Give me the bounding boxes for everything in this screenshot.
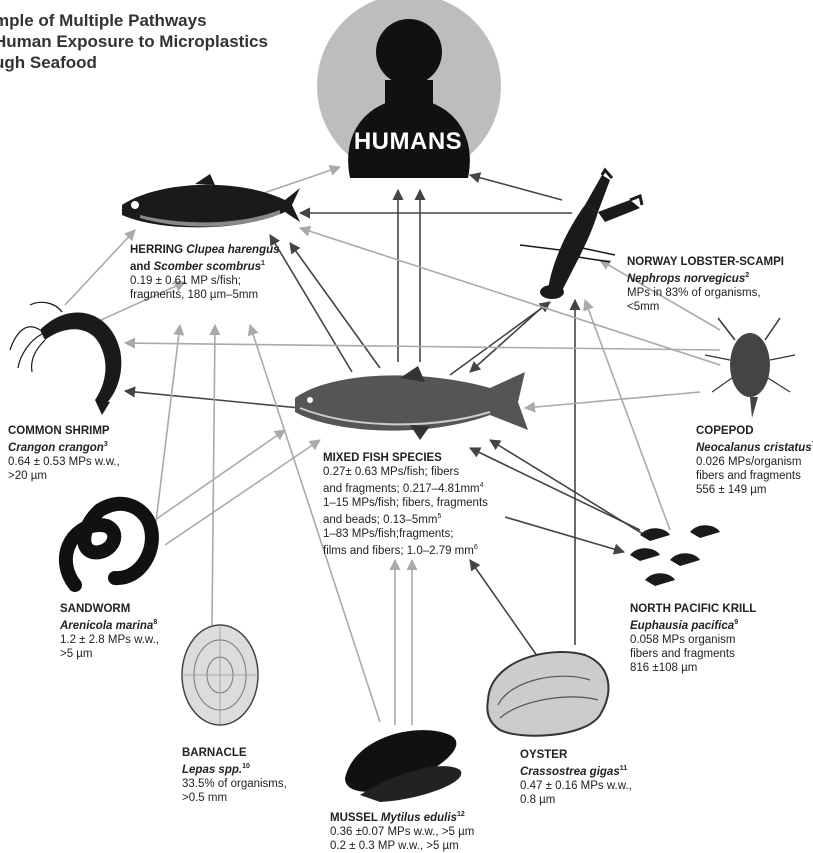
lobster-ref: 2: [745, 272, 749, 279]
oyster-ref: 11: [620, 765, 627, 772]
mixed-fish-ref-6: 6: [474, 544, 478, 551]
shrimp-value: 0.64 ± 0.53 MPs w.w., >20 µm: [8, 455, 120, 483]
herring-name-mid: and: [130, 261, 154, 273]
herring-name: HERRING: [130, 244, 186, 256]
herring-ref: 1: [261, 260, 265, 267]
humans-label: HUMANS: [333, 128, 483, 156]
barnacle-name: BARNACLE: [182, 746, 287, 760]
lobster-sci-name: Nephrops norvegicus: [627, 273, 745, 285]
shrimp-illustration: [10, 302, 121, 415]
shrimp-name: COMMON SHRIMP: [8, 424, 120, 438]
oyster-name: OYSTER: [520, 748, 632, 762]
sandworm-ref: 8: [153, 619, 157, 626]
sandworm-illustration: [66, 504, 152, 585]
copepod-value: 0.026 MPs/organism fibers and fragments …: [696, 455, 813, 497]
oyster-label: OYSTER Crassostrea gigas11 0.47 ± 0.16 M…: [520, 748, 632, 807]
sandworm-label: SANDWORM Arenicola marina8 1.2 ± 2.8 MPs…: [60, 602, 159, 661]
mixed-fish-line-3: 1–15 MPs/fish; fibers, fragments: [323, 496, 488, 510]
mixed-fish-line-6: films and fibers; 1.0–2.79 mm: [323, 544, 474, 556]
mixed-fish-line-2: and fragments; 0.217–4.81mm: [323, 483, 480, 495]
lobster-label: NORWAY LOBSTER-SCAMPI Nephrops norvegicu…: [627, 255, 784, 314]
barnacle-sci-name: Lepas spp.: [182, 764, 242, 776]
lobster-value: MPs in 83% of organisms, <5mm: [627, 286, 784, 314]
salmon-illustration: [295, 366, 528, 440]
oyster-illustration: [487, 652, 608, 736]
krill-illustration: [630, 525, 720, 586]
copepod-sci-name: Neocalanus cristatus: [696, 442, 812, 454]
barnacle-ref: 10: [242, 763, 250, 770]
mixed-fish-line-1: 0.27± 0.63 MPs/fish; fibers: [323, 465, 488, 479]
mussel-value: 0.36 ±0.07 MPs w.w., >5 µm 0.2 ± 0.3 MP …: [330, 825, 474, 853]
mussel-ref: 12: [457, 811, 465, 818]
shrimp-sci-name: Crangon crangon: [8, 442, 104, 454]
mixed-fish-name: MIXED FISH SPECIES: [323, 451, 488, 465]
mixed-fish-line-4: and beads; 0.13–5mm: [323, 514, 437, 526]
krill-name: NORTH PACIFIC KRILL: [630, 602, 756, 616]
oyster-sci-name: Crassostrea gigas: [520, 766, 620, 778]
sandworm-value: 1.2 ± 2.8 MPs w.w., >5 µm: [60, 633, 159, 661]
diagram-title: mple of Multiple Pathways Human Exposure…: [0, 10, 294, 73]
barnacle-illustration: [182, 625, 258, 725]
herring-illustration: [122, 174, 300, 227]
herring-sci-name-2: Scomber scombrus: [154, 261, 261, 273]
mixed-fish-line-5: 1–83 MPs/fish;fragments;: [323, 527, 488, 541]
copepod-label: COPEPOD Neocalanus cristatus7 0.026 MPs/…: [696, 424, 813, 497]
shrimp-ref: 3: [104, 441, 108, 448]
herring-sci-name: Clupea harengus: [186, 244, 279, 256]
mussel-illustration: [345, 730, 461, 802]
krill-sci-name: Euphausia pacifica: [630, 620, 734, 632]
shrimp-label: COMMON SHRIMP Crangon crangon3 0.64 ± 0.…: [8, 424, 120, 483]
mussel-name: MUSSEL: [330, 812, 381, 824]
mussel-label: MUSSEL Mytilus edulis12 0.36 ±0.07 MPs w…: [330, 808, 474, 853]
mixed-fish-ref-4: 4: [480, 482, 484, 489]
copepod-illustration: [705, 318, 795, 418]
sandworm-sci-name: Arenicola marina: [60, 620, 153, 632]
herring-label: HERRING Clupea harengus and Scomber scom…: [130, 243, 280, 302]
barnacle-label: BARNACLE Lepas spp.10 33.5% of organisms…: [182, 746, 287, 805]
mussel-sci-name: Mytilus edulis: [381, 812, 457, 824]
herring-value: 0.19 ± 0.61 MP s/fish; fragments, 180 µm…: [130, 274, 280, 302]
barnacle-value: 33.5% of organisms, >0.5 mm: [182, 777, 287, 805]
krill-label: NORTH PACIFIC KRILL Euphausia pacifica9 …: [630, 602, 756, 675]
copepod-name: COPEPOD: [696, 424, 813, 438]
sandworm-name: SANDWORM: [60, 602, 159, 616]
lobster-name: NORWAY LOBSTER-SCAMPI: [627, 255, 784, 269]
krill-value: 0.058 MPs organism fibers and fragments …: [630, 633, 756, 675]
lobster-illustration: [520, 170, 642, 299]
mixed-fish-label: MIXED FISH SPECIES 0.27± 0.63 MPs/fish; …: [323, 451, 488, 557]
mixed-fish-ref-5: 5: [437, 513, 441, 520]
oyster-value: 0.47 ± 0.16 MPs w.w., 0.8 µm: [520, 779, 632, 807]
krill-ref: 9: [734, 619, 738, 626]
